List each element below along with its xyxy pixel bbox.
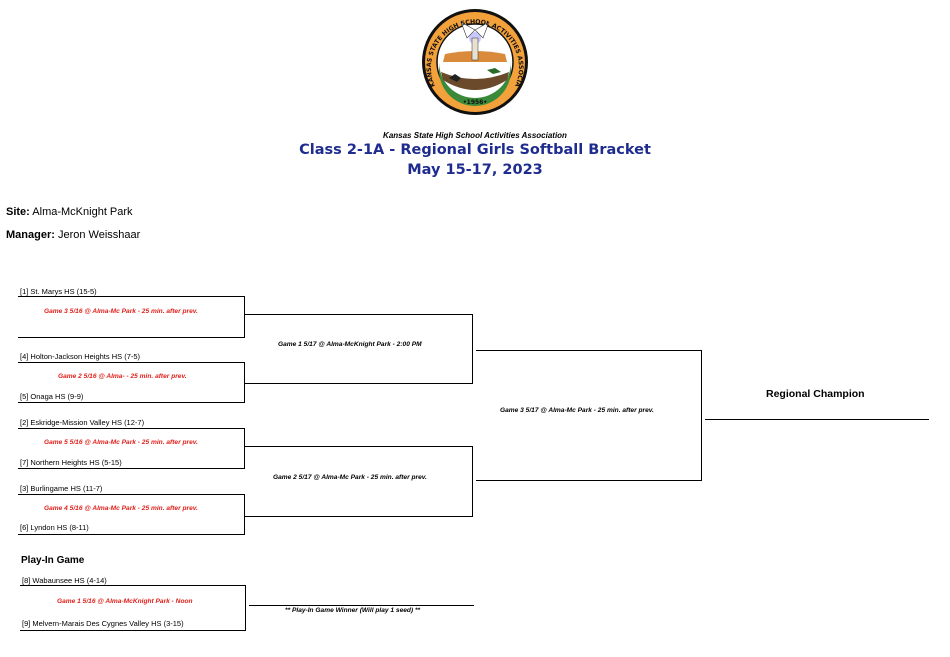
manager-info: Manager: Jeron Weisshaar	[6, 229, 140, 241]
bracket-line	[18, 296, 245, 297]
bracket-line	[20, 630, 246, 631]
organization-name: Kansas State High School Activities Asso…	[383, 131, 567, 140]
bracket-line	[18, 337, 245, 338]
manager-value: Jeron Weisshaar	[57, 229, 141, 241]
game-label: Game 1 5/16 @ Alma-McKnight Park - Noon	[57, 598, 193, 605]
game-label: Game 4 5/16 @ Alma-Mc Park - 25 min. aft…	[44, 505, 198, 512]
game-label: Game 3 5/17 @ Alma-Mc Park - 25 min. aft…	[500, 407, 654, 414]
playin-winner-label: ** Play-In Game Winner (Will play 1 seed…	[285, 607, 421, 614]
bracket-line	[472, 314, 473, 384]
game-label: Game 1 5/17 @ Alma-McKnight Park - 2:00 …	[278, 341, 422, 348]
game-label: Game 2 5/17 @ Alma-Mc Park - 25 min. aft…	[273, 474, 427, 481]
game-label: Game 2 5/16 @ Alma- - 25 min. after prev…	[58, 373, 187, 380]
bracket-line	[18, 362, 245, 363]
game-label: Game 5 5/16 @ Alma-Mc Park - 25 min. aft…	[44, 439, 198, 446]
svg-text:•1956•: •1956•	[463, 99, 487, 106]
team-seed-5: [5] Onaga HS (9-9)	[20, 392, 84, 401]
champion-line	[705, 419, 929, 420]
bracket-line	[472, 446, 473, 517]
site-info: Site: Alma-McKnight Park	[6, 206, 133, 218]
bracket-line	[18, 428, 245, 429]
bracket-line	[244, 314, 473, 315]
bracket-line	[244, 296, 245, 337]
bracket-line	[18, 534, 245, 535]
site-label: Site:	[6, 206, 30, 218]
game-label: Game 3 5/16 @ Alma-Mc Park - 25 min. aft…	[44, 308, 198, 315]
bracket-line	[244, 428, 245, 468]
bracket-line	[244, 383, 473, 384]
page-title: Class 2-1A - Regional Girls Softball Bra…	[299, 142, 651, 158]
bracket-line	[18, 402, 245, 403]
bracket-line	[20, 585, 246, 586]
page-dates: May 15-17, 2023	[407, 162, 543, 178]
bracket-line	[18, 494, 245, 495]
team-seed-7: [7] Northern Heights HS (5-15)	[20, 458, 122, 467]
team-seed-1: [1] St. Marys HS (15-5)	[20, 287, 97, 296]
bracket-line	[245, 585, 246, 630]
bracket-line	[476, 480, 702, 481]
bracket-line	[249, 605, 474, 606]
team-seed-3: [3] Burlingame HS (11-7)	[20, 484, 103, 493]
bracket-line	[244, 494, 245, 534]
bracket-line	[18, 468, 245, 469]
bracket-line	[244, 446, 473, 447]
site-value: Alma-McKnight Park	[32, 206, 133, 218]
khsaa-logo: •1956• KANSAS STATE HIGH SCHOOL ACTIVITI…	[421, 8, 528, 115]
manager-label: Manager:	[6, 229, 55, 241]
team-seed-6: [6] Lyndon HS (8-11)	[20, 523, 89, 532]
team-seed-4: [4] Holton-Jackson Heights HS (7-5)	[20, 352, 141, 361]
team-seed-8: [8] Wabaunsee HS (4-14)	[22, 576, 107, 585]
bracket-line	[476, 350, 702, 351]
playin-heading: Play-In Game	[21, 555, 85, 566]
bracket-line	[701, 350, 702, 481]
bracket-line	[244, 362, 245, 403]
bracket-line	[244, 516, 473, 517]
champion-label: Regional Champion	[766, 388, 865, 400]
team-seed-9: [9] Melvern-Marais Des Cygnes Valley HS …	[22, 619, 184, 628]
team-seed-2: [2] Eskridge-Mission Valley HS (12-7)	[20, 418, 145, 427]
